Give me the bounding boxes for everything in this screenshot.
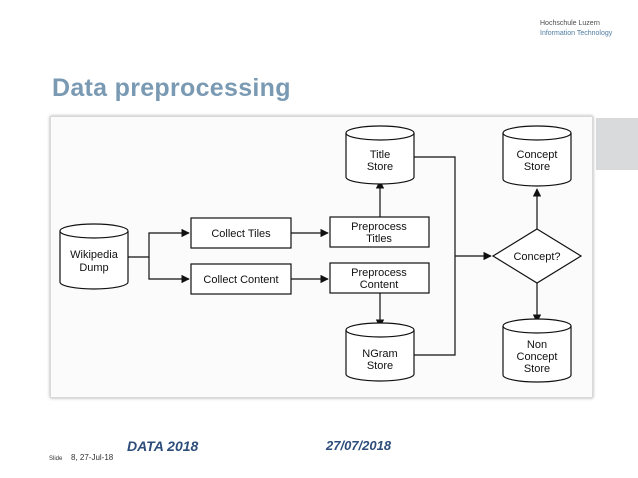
ngram-store-node: NGram Store	[345, 322, 415, 382]
concept-store-label-2: Store	[524, 161, 550, 173]
decorative-block	[596, 118, 638, 170]
preprocess-titles-label-2: Titles	[366, 233, 392, 245]
wikipedia-dump-node: Wikipedia Dump	[59, 223, 129, 290]
non-concept-store-label-1: Non	[527, 339, 547, 351]
ngram-store-label-1: NGram	[362, 348, 397, 360]
preprocess-content-label-1: Preprocess	[351, 267, 407, 279]
arrow-wiki-to-tiles	[128, 228, 190, 258]
non-concept-store-label-2: Concept	[517, 351, 558, 363]
connectors	[128, 156, 542, 356]
collect-tiles-node: Collect Tiles	[190, 217, 292, 249]
preprocess-content-node: Preprocess Content	[329, 262, 430, 294]
preprocess-content-label-2: Content	[360, 279, 399, 291]
flow-diagram: Wikipedia Dump Collect Tiles Collect Con…	[59, 125, 583, 383]
page-title: Data preprocessing	[52, 74, 291, 102]
concept-decision-label: Concept?	[513, 251, 560, 263]
footer-date: 27/07/2018	[326, 438, 392, 453]
slide-label: Slide	[49, 456, 63, 462]
preprocess-titles-label-1: Preprocess	[351, 221, 407, 233]
logo-line-1: Hochschule Luzern	[540, 20, 600, 27]
collect-tiles-label: Collect Tiles	[211, 228, 271, 240]
concept-store-node: Concept Store	[502, 125, 572, 187]
title-store-label-2: Store	[367, 161, 393, 173]
wikipedia-label-1: Wikipedia	[70, 249, 119, 261]
non-concept-store-label-3: Store	[524, 363, 550, 375]
bus-line	[413, 156, 456, 356]
collect-content-label: Collect Content	[203, 274, 278, 286]
slide-info: 8, 27-Jul-18	[71, 453, 114, 462]
concept-decision-node: Concept?	[491, 228, 583, 284]
arrow-wiki-to-content	[148, 257, 190, 284]
collect-content-node: Collect Content	[190, 263, 292, 295]
concept-store-label-1: Concept	[517, 149, 558, 161]
title-store-label-1: Title	[370, 149, 390, 161]
wikipedia-label-2: Dump	[79, 262, 108, 274]
ngram-store-label-2: Store	[367, 360, 393, 372]
non-concept-store-node: Non Concept Store	[502, 318, 572, 383]
footer-event: DATA 2018	[127, 438, 199, 454]
logo-line-2: Information Technology	[540, 30, 613, 37]
preprocess-titles-node: Preprocess Titles	[329, 216, 430, 248]
title-store-node: Title Store	[345, 125, 415, 185]
diagram-frame: Wikipedia Dump Collect Tiles Collect Con…	[50, 116, 593, 398]
